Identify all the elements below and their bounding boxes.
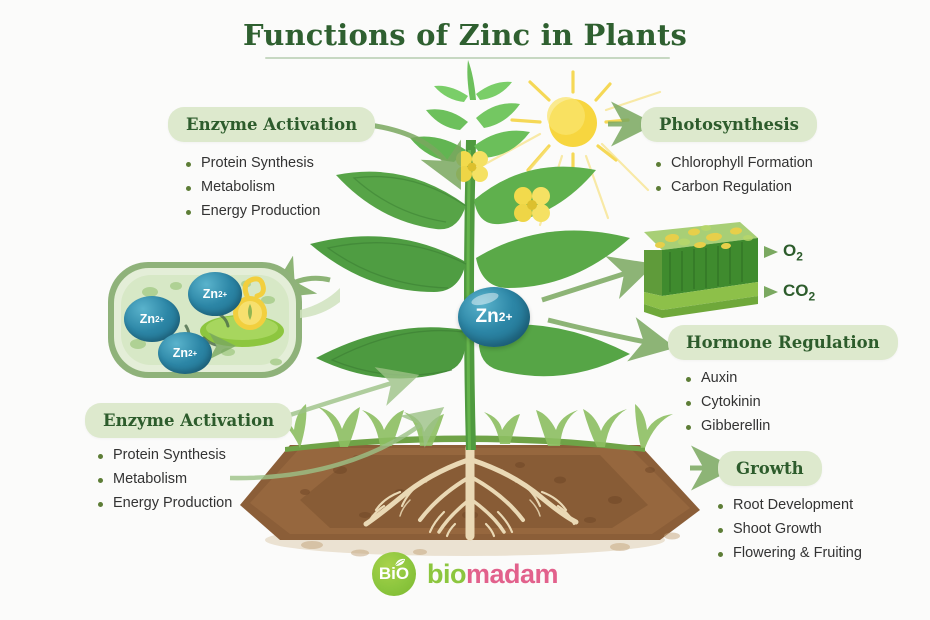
co2-text: CO bbox=[783, 281, 809, 300]
sun-icon bbox=[476, 70, 662, 227]
list-item: Metabolism bbox=[186, 179, 320, 195]
section-list-hormone-regulation: Auxin Cytokinin Gibberellin bbox=[686, 370, 770, 442]
soil-illustration bbox=[240, 435, 700, 557]
bio-logo-mark: BiO bbox=[371, 552, 416, 596]
zinc-charge: 2+ bbox=[155, 314, 165, 324]
section-heading-growth[interactable]: Growth bbox=[718, 451, 822, 486]
pill-label: Growth bbox=[736, 459, 804, 478]
bio-logo-mark-text: BiO bbox=[378, 564, 410, 583]
brand-madam: madam bbox=[465, 558, 559, 589]
section-heading-enzyme-activation-bottom[interactable]: Enzyme Activation bbox=[85, 403, 293, 438]
pill-label: Enzyme Activation bbox=[103, 411, 275, 430]
grass-illustration bbox=[270, 404, 673, 448]
zinc-symbol: Zn bbox=[172, 346, 189, 360]
list-item: Shoot Growth bbox=[718, 521, 862, 537]
section-heading-hormone-regulation[interactable]: Hormone Regulation bbox=[668, 325, 898, 360]
zinc-symbol: Zn bbox=[139, 312, 156, 326]
oxygen-label: O2 bbox=[783, 241, 803, 263]
roots-illustration bbox=[363, 443, 579, 541]
list-item: Energy Production bbox=[98, 495, 232, 511]
list-item: Protein Synthesis bbox=[186, 155, 320, 171]
list-item: Metabolism bbox=[98, 471, 232, 487]
zinc-symbol: Zn bbox=[202, 287, 219, 301]
list-item: Flowering & Fruiting bbox=[718, 545, 862, 561]
list-item: Energy Production bbox=[186, 203, 320, 219]
oxygen-subscript: 2 bbox=[796, 249, 803, 264]
section-list-photosynthesis: Chlorophyll Formation Carbon Regulation bbox=[656, 155, 813, 203]
leaf-icon bbox=[394, 558, 405, 567]
section-heading-photosynthesis[interactable]: Photosynthesis bbox=[641, 107, 817, 142]
list-item: Cytokinin bbox=[686, 394, 770, 410]
carbon-dioxide-label: CO2 bbox=[783, 281, 815, 303]
title-underline bbox=[265, 57, 670, 59]
co2-subscript: 2 bbox=[808, 289, 816, 304]
zinc-symbol: Zn bbox=[475, 306, 499, 327]
leaf-cross-section-illustration bbox=[644, 222, 778, 318]
list-item: Root Development bbox=[718, 497, 862, 513]
pill-label: Photosynthesis bbox=[659, 115, 799, 134]
oxygen-text: O bbox=[783, 241, 797, 260]
section-list-growth: Root Development Shoot Growth Flowering … bbox=[718, 497, 862, 569]
list-item: Carbon Regulation bbox=[656, 179, 813, 195]
section-list-enzyme-activation-top: Protein Synthesis Metabolism Energy Prod… bbox=[186, 155, 320, 227]
zinc-charge: 2+ bbox=[218, 289, 228, 299]
brand-wordmark: biomadam bbox=[426, 558, 559, 590]
zinc-charge: 2+ bbox=[498, 310, 513, 324]
brand-bio: bio bbox=[426, 558, 467, 589]
pill-label: Enzyme Activation bbox=[186, 115, 358, 134]
flowers bbox=[456, 151, 550, 222]
footer-logo[interactable]: BiO biomadam bbox=[0, 552, 930, 596]
zinc-charge: 2+ bbox=[188, 348, 198, 358]
section-list-enzyme-activation-bottom: Protein Synthesis Metabolism Energy Prod… bbox=[98, 447, 232, 519]
list-item: Gibberellin bbox=[686, 418, 770, 434]
pill-label: Hormone Regulation bbox=[686, 333, 880, 352]
list-item: Chlorophyll Formation bbox=[656, 155, 813, 171]
list-item: Auxin bbox=[686, 370, 770, 386]
section-heading-enzyme-activation-top[interactable]: Enzyme Activation bbox=[168, 107, 376, 142]
list-item: Protein Synthesis bbox=[98, 447, 232, 463]
page-title: Functions of Zinc in Plants bbox=[242, 18, 688, 52]
